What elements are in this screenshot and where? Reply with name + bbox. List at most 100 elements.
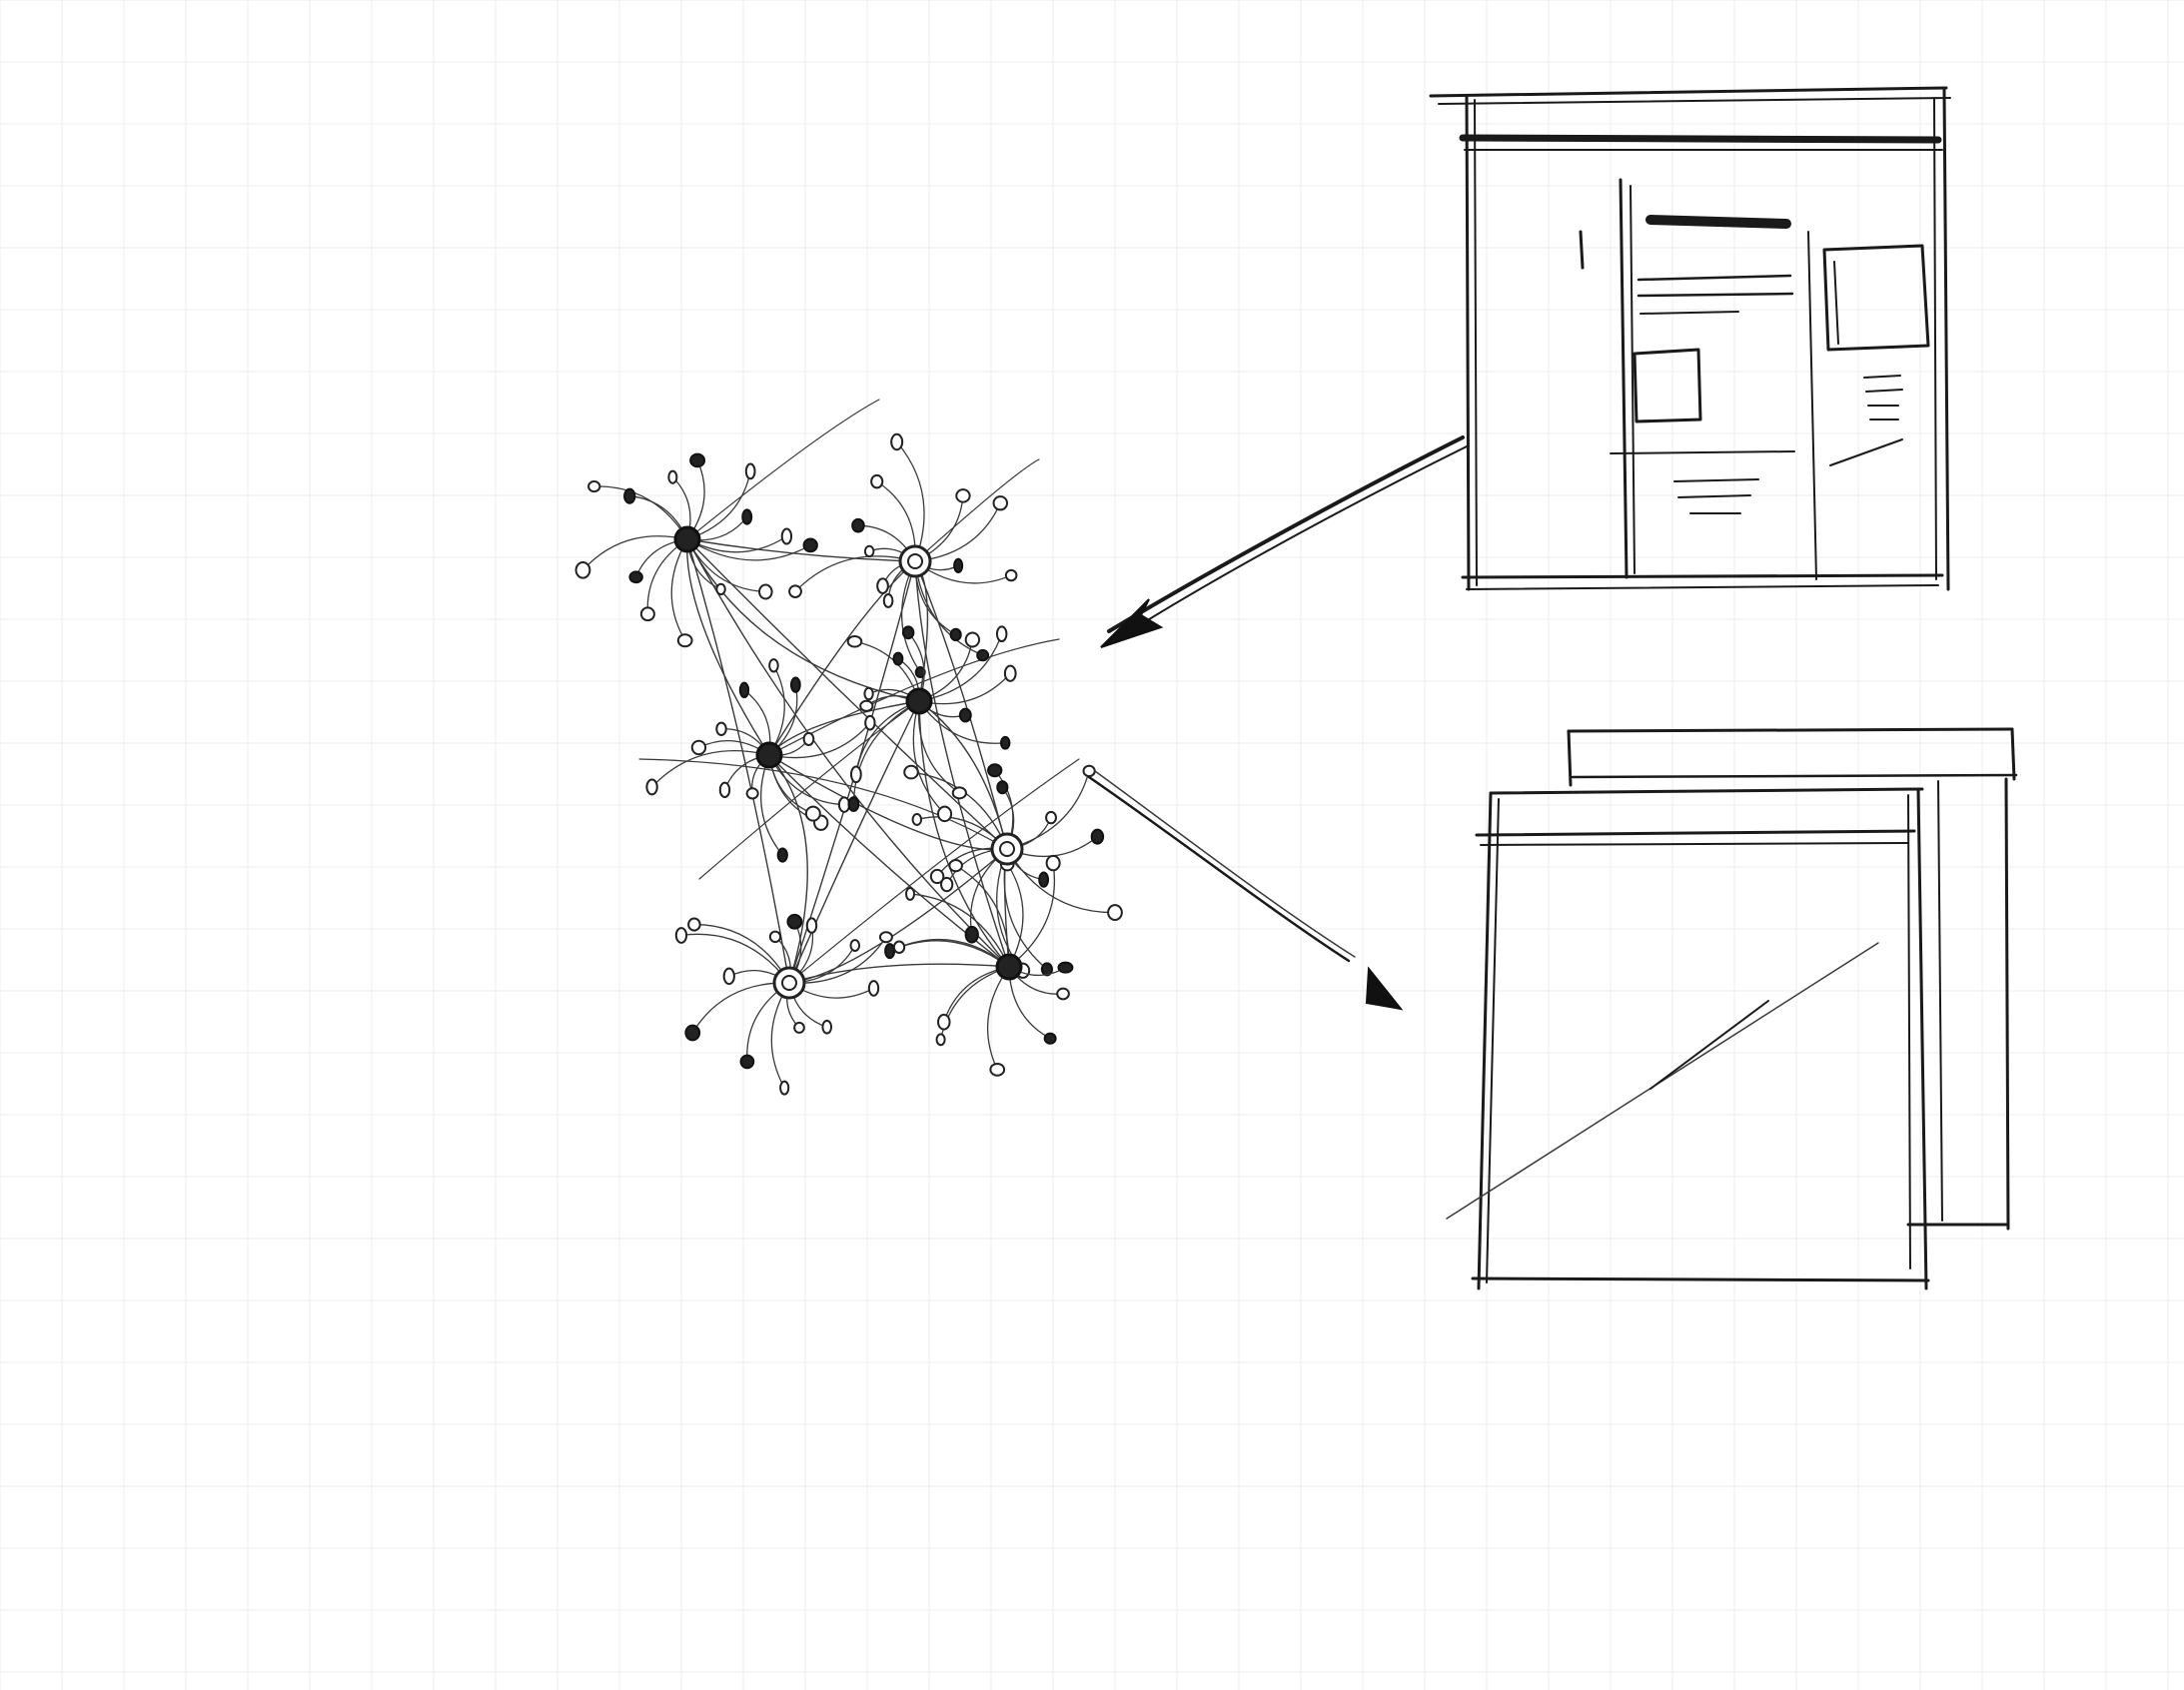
network-leaf-node <box>779 1080 790 1096</box>
network-leaf-node <box>1038 871 1050 888</box>
network-leaf-node <box>964 631 981 648</box>
network-leaf-node <box>863 686 874 701</box>
network-leaf-node <box>1045 854 1061 872</box>
network-spoke <box>593 485 688 540</box>
network-leaf-node <box>904 887 916 901</box>
network-leaf-node <box>744 462 756 480</box>
network-leaf-node <box>914 666 926 679</box>
network-spoke <box>686 538 766 593</box>
network-spoke <box>1006 770 1090 850</box>
network-leaf-node <box>687 917 701 932</box>
network-leaf-node <box>1004 568 1018 582</box>
network-leaf-node <box>1057 961 1074 974</box>
network-leaf-node <box>996 780 1009 795</box>
network-leaf-node <box>976 648 990 662</box>
network-edge <box>914 458 1040 562</box>
network-leaf-node <box>689 452 706 468</box>
network-edge <box>686 538 920 702</box>
stacked-windows <box>1446 727 2018 1290</box>
network-leaf-node <box>964 925 979 944</box>
network-leaf-node <box>863 544 875 558</box>
network-hub-node <box>990 832 1024 866</box>
network-leaf-node <box>623 487 636 504</box>
network-leaf-node <box>768 930 782 944</box>
network-spoke <box>1006 848 1116 914</box>
network-leaf-node <box>935 1033 946 1047</box>
network-leaf-node <box>786 913 803 930</box>
network-leaf-node <box>870 473 884 489</box>
network-spoke <box>650 749 770 788</box>
network-edge <box>768 754 1008 851</box>
network-leaf-node <box>674 927 688 944</box>
network-edge <box>686 538 1010 968</box>
network-spoke <box>581 535 688 571</box>
network-hubs <box>673 525 1024 1000</box>
network-edge <box>918 700 1010 968</box>
network-spoke <box>954 864 1010 968</box>
network-leaf-node <box>739 1054 755 1070</box>
network-spoke <box>912 700 946 815</box>
network-leaf-node <box>667 469 678 484</box>
arrow-head-up <box>1100 598 1164 648</box>
network-hub-node <box>673 525 701 553</box>
network-leaf-node <box>999 735 1011 750</box>
network-spoke <box>670 538 688 641</box>
network-leaf-node <box>989 1062 1006 1077</box>
network-leaf-node <box>882 593 894 608</box>
network-leaf-node <box>676 633 693 648</box>
network-leaf-node <box>722 967 735 986</box>
content-page-window <box>1429 86 1951 591</box>
network-leaf-node <box>587 479 601 493</box>
network-leaf-node <box>849 939 861 952</box>
network-leaf-node <box>953 557 964 573</box>
network-leaf-node <box>745 787 759 800</box>
network-leaf-node <box>864 714 876 731</box>
network-leaf-node <box>995 625 1008 643</box>
network-leaf-node <box>937 1013 951 1031</box>
network-leaf-node <box>639 606 655 622</box>
network-leaf-node <box>780 527 793 545</box>
network-edge <box>788 848 1008 984</box>
network-leaf-node <box>892 651 904 666</box>
network-edge <box>638 758 1008 850</box>
network-spoke <box>686 535 788 553</box>
network-leaf-node <box>939 876 954 893</box>
network-leaf-node <box>951 786 967 800</box>
network-spoke <box>686 470 751 540</box>
network-spoke <box>852 700 920 805</box>
network-leaf-node <box>715 582 726 596</box>
network-edge <box>768 754 808 984</box>
network-leaf-node <box>1056 987 1070 1001</box>
network-leaf-node <box>574 561 591 579</box>
network-edge <box>686 538 916 562</box>
network-spoke <box>1008 862 1056 968</box>
network-leaf-node <box>949 627 962 642</box>
network-hub-node <box>755 741 783 769</box>
network-spoke <box>686 538 811 561</box>
network-edge <box>914 560 1008 850</box>
network-hub-node <box>995 953 1023 981</box>
network-leaf-node <box>851 517 865 533</box>
network-leaf-node <box>804 805 821 822</box>
network-leaf-node <box>645 778 658 796</box>
network-spoke <box>910 771 1008 850</box>
network-leaf-node <box>890 432 904 451</box>
network-leaf-node <box>684 1024 701 1042</box>
network-leaf-node <box>955 488 971 503</box>
network-edge <box>788 758 1080 984</box>
network-leaf-node <box>802 731 815 746</box>
network-leaf-node <box>1082 764 1096 778</box>
network-spoke <box>898 938 1010 968</box>
network-leaf-node <box>867 980 880 997</box>
network-leaf-node <box>738 681 750 699</box>
network-leaf-node <box>846 635 863 648</box>
network-leaf-node <box>847 796 860 812</box>
network-leaf-node <box>788 584 802 598</box>
network-leaf-node <box>789 676 801 693</box>
network-leaf-node <box>903 764 919 780</box>
network-leaf-node <box>937 805 953 823</box>
network-leaf-node <box>878 931 893 944</box>
network-leaf-node <box>758 583 773 600</box>
network-leaf-node <box>741 508 753 525</box>
network-spokes <box>574 432 1123 1096</box>
